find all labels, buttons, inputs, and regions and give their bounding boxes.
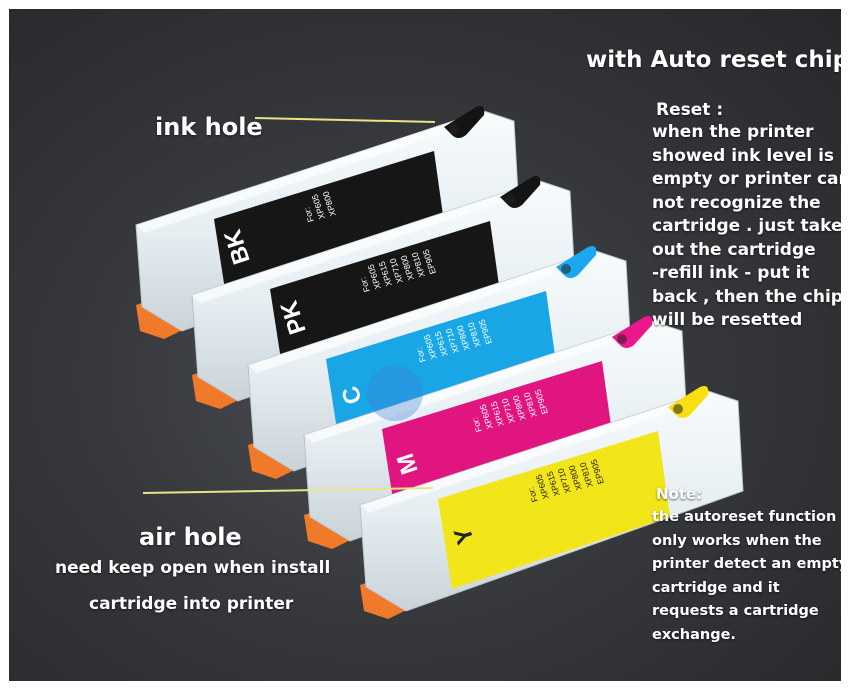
ink-hole (617, 334, 627, 344)
cartridge-code: Y (449, 524, 480, 548)
note-title: Note: (656, 485, 703, 503)
ink-hole-leader-line (254, 117, 436, 123)
note-line: exchange. (652, 626, 736, 643)
body-highlight (360, 391, 716, 513)
ink-hole (561, 264, 571, 274)
note-line: the autoreset function (652, 509, 837, 525)
ink-hole (505, 194, 515, 204)
air-hole-note-line-1: need keep open when install (55, 558, 331, 578)
body-highlight (304, 321, 660, 443)
note-line: cartridge and it (652, 579, 780, 596)
reset-line: back , then the chip (652, 286, 841, 307)
headline: with Auto reset chip (586, 47, 841, 73)
note-line: only works when the (652, 532, 822, 549)
cartridge-label (438, 431, 670, 589)
reset-line: empty or printer can (652, 169, 841, 189)
cartridge-photo: BKFor:XP605XP800PKFor:XP605XP615XP710XP8… (135, 106, 744, 619)
air-hole-leader-line (142, 487, 434, 494)
air-hole-note-line-2: cartridge into printer (89, 594, 294, 614)
reset-line: when the printer (652, 122, 814, 142)
model-text: For: (302, 206, 316, 223)
model-text: For: (470, 416, 484, 433)
model-text: For: (414, 346, 428, 363)
reset-line: will be resetted (652, 310, 803, 330)
ink-hole (449, 124, 459, 134)
note-line: requests a cartridge (652, 603, 819, 619)
body-highlight (248, 251, 604, 373)
model-text: For: (526, 486, 540, 503)
reset-body: when the printer showed ink level is emp… (652, 121, 841, 333)
note-body: the autoreset function only works when t… (652, 506, 841, 647)
watermark-logo (367, 365, 423, 421)
model-text: For: (358, 276, 372, 293)
ink-hole (673, 404, 683, 414)
reset-line: cartridge . just take (652, 216, 841, 236)
reset-line: showed ink level is (652, 145, 835, 166)
reset-line: not recognize the (652, 192, 821, 213)
reset-line: -refill ink - put it (652, 263, 810, 283)
ink-hole-label: ink hole (155, 113, 263, 141)
note-line: printer detect an empty (652, 556, 841, 572)
body-highlight (136, 111, 492, 233)
air-hole-label: air hole (139, 523, 242, 551)
reset-line: out the cartridge (652, 239, 816, 260)
reset-title: Reset : (656, 100, 724, 120)
body-highlight (192, 181, 548, 303)
